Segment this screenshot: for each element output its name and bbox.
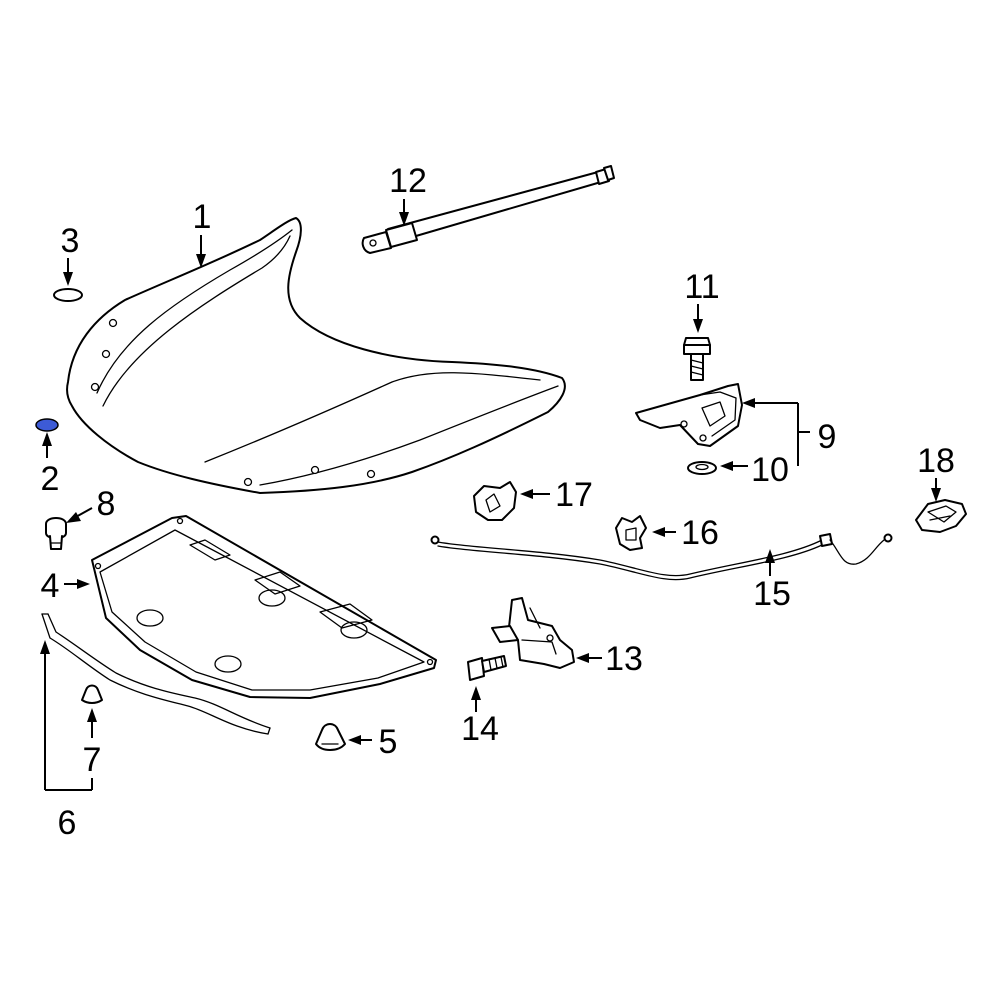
hinge-bolt[interactable]	[683, 337, 711, 381]
latch-bolt[interactable]	[467, 655, 507, 681]
callout-17: 17	[555, 476, 593, 514]
callout-4: 4	[41, 567, 60, 605]
insulator-retainer-clip[interactable]	[315, 723, 346, 751]
hood-release-handle[interactable]	[915, 499, 967, 533]
release-cable-grommet[interactable]	[615, 515, 647, 551]
callout-12: 12	[389, 162, 427, 200]
hood-bumper-cushion[interactable]	[45, 517, 67, 550]
release-cable-clip[interactable]	[473, 481, 517, 521]
callout-10: 10	[751, 451, 789, 489]
hood-hinge[interactable]	[635, 383, 743, 447]
callout-16: 16	[681, 514, 719, 552]
callout-5: 5	[379, 723, 398, 761]
hinge-washer[interactable]	[687, 461, 717, 475]
hood-release-cable[interactable]	[430, 533, 893, 581]
callout-2: 2	[41, 460, 60, 498]
hood-seal-ring[interactable]	[53, 288, 83, 302]
callout-11: 11	[684, 268, 719, 306]
weatherstrip-clip[interactable]	[81, 684, 103, 704]
hood-weatherstrip[interactable]	[41, 613, 271, 735]
callout-9: 9	[818, 418, 837, 456]
callout-8: 8	[97, 485, 116, 523]
callout-13: 13	[605, 640, 643, 678]
hood-insulator-pad[interactable]	[91, 515, 437, 699]
callout-14: 14	[461, 710, 499, 748]
callout-6: 6	[58, 804, 77, 842]
callout-3: 3	[61, 222, 80, 260]
callout-15: 15	[753, 575, 791, 613]
callout-labels: 1 2 3 4 5 6 7 8 9 10 11 12 13 14 15 16 1…	[41, 162, 955, 842]
hood-plug-highlighted[interactable]	[35, 418, 59, 432]
hood-panel[interactable]	[66, 217, 566, 494]
callout-18: 18	[917, 442, 955, 480]
hood-lift-support[interactable]	[361, 165, 615, 254]
leader-lines	[40, 199, 941, 791]
hood-latch[interactable]	[491, 597, 575, 669]
callout-1: 1	[193, 198, 212, 236]
callout-7: 7	[83, 741, 102, 779]
